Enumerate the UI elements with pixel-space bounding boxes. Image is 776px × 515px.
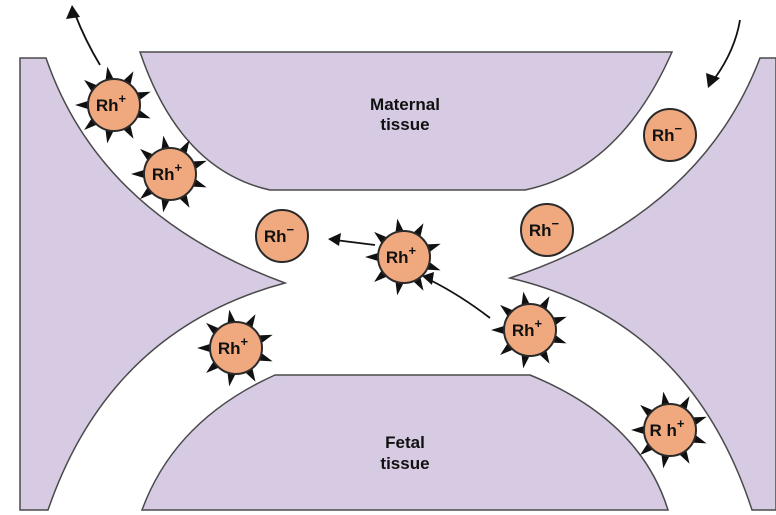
maternal-tissue-label-line2: tissue — [380, 115, 429, 134]
rh-negative-cell: Rh− — [256, 210, 308, 262]
cell-label-base: Rh — [152, 165, 175, 184]
rh-positive-cell: Rh+ — [75, 67, 151, 144]
rh-positive-cell: Rh+ — [365, 219, 441, 296]
toward-negative-arrow-line — [335, 240, 375, 245]
cell-label-sign: − — [287, 222, 295, 237]
exit-arrow-head — [66, 5, 80, 19]
cell-label-sign: + — [677, 416, 685, 431]
cell-label-sign: + — [409, 243, 417, 258]
rh-negative-cell: Rh− — [521, 204, 573, 256]
entry-arrow-line — [715, 20, 740, 78]
cell-label-base: Rh — [386, 248, 409, 267]
cell-label-sign: + — [175, 160, 183, 175]
rh-positive-cell: Rh+ — [197, 310, 273, 387]
toward-negative-arrow-head — [328, 233, 341, 246]
cell-label-base: Rh — [512, 321, 535, 340]
rh-positive-cell: Rh+ — [491, 292, 567, 369]
fetal-tissue-label-line1: Fetal — [385, 433, 425, 452]
exit-arrow-line — [75, 14, 100, 65]
cell-label-base: Rh — [652, 126, 675, 145]
maternal-tissue-label-line1: Maternal — [370, 95, 440, 114]
cell-label-base: Rh — [96, 96, 119, 115]
cell-label-sign: + — [535, 316, 543, 331]
cell-label-base: Rh — [529, 221, 552, 240]
cell-label-sign: − — [675, 121, 683, 136]
cell-label-sign: + — [119, 91, 127, 106]
cell-label-base: Rh — [264, 227, 287, 246]
rh-negative-cell: Rh− — [644, 109, 696, 161]
cell-label-sign: + — [241, 334, 249, 349]
transfer-arrow-line — [430, 280, 490, 318]
fetal-tissue-label-line2: tissue — [380, 454, 429, 473]
cell-label-sign: − — [552, 216, 560, 231]
cell-label-base: R h — [650, 421, 677, 440]
cell-label-base: Rh — [218, 339, 241, 358]
